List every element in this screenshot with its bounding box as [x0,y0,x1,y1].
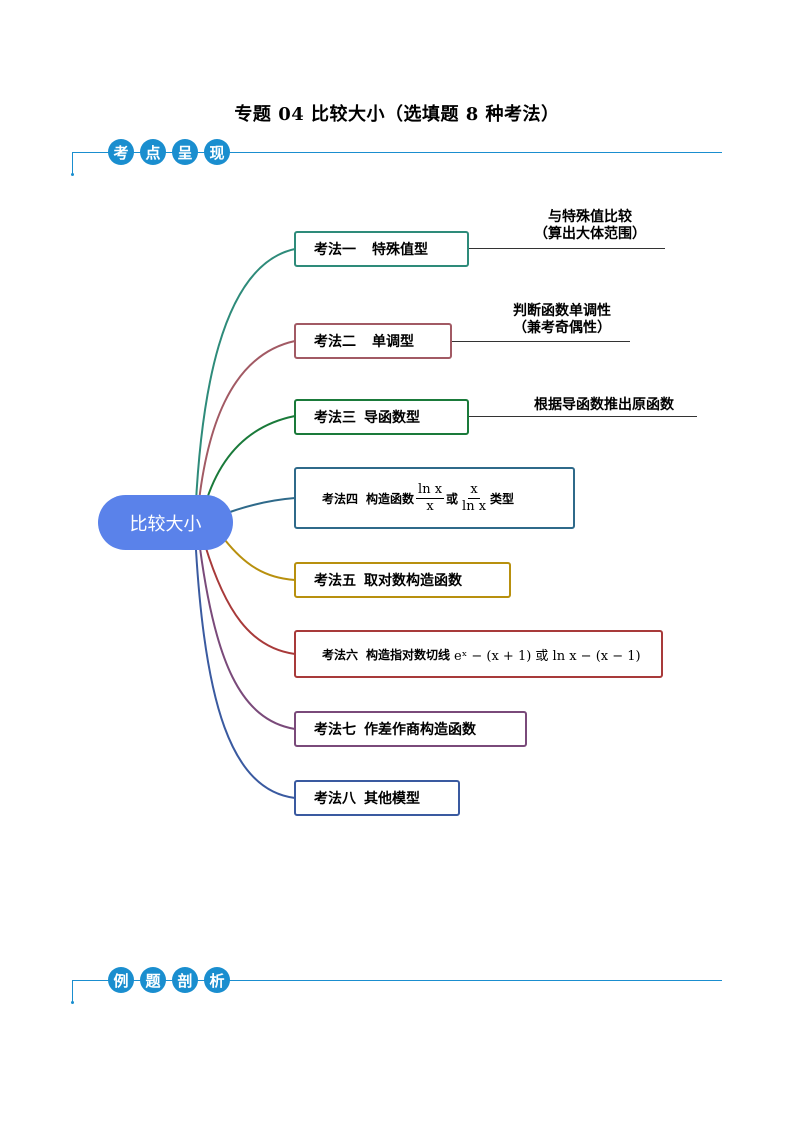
note-line: 判断函数单调性 [513,303,611,319]
node-body: 其他模型 [364,791,420,807]
section-badge: 析 [204,967,230,993]
section-badge: 剖 [172,967,198,993]
node-body: 构造函数 [366,491,415,506]
node-or: 或 [446,491,459,506]
node-head: 考法七 [314,722,356,738]
connector-4 [229,497,296,513]
node-head: 考法四 [322,491,359,506]
node-method-2: 考法二单调型 [294,323,452,359]
node-method-6: 考法六构造指对数切线 eˣ − (x + 1) 或 ln x − (x − 1) [294,630,663,678]
node-1-underline [469,248,665,249]
fraction-denominator: x [426,498,434,514]
node-head: 考法三 [314,410,356,426]
section-badge: 考 [108,139,134,165]
connector-7 [199,547,296,730]
node-method-7: 考法七作差作商构造函数 [294,711,527,747]
section-badge: 例 [108,967,134,993]
node-head: 考法八 [314,791,356,807]
fraction-numerator: ln x [416,481,445,499]
node-method-8: 考法八其他模型 [294,780,460,816]
connector-8 [195,549,296,799]
node-head: 考法六 [322,647,359,662]
node-method-3: 考法三导函数型 [294,399,469,435]
note-1: 与特殊值比较 （算出大体范围） [490,209,690,243]
node-head: 考法五 [314,573,356,589]
node-method-1: 考法一特殊值型 [294,231,469,267]
note-line: 与特殊值比较 [548,209,632,225]
section-rule-dot [71,173,74,176]
section-badge: 呈 [172,139,198,165]
section-rule-dot [71,1001,74,1004]
page-title: 专题 04 比较大小（选填题 8 种考法） [234,104,560,125]
node-tail: 类型 [490,491,515,506]
node-formula: eˣ − (x + 1) 或 ln x − (x − 1) [454,648,641,664]
connector-3 [204,415,296,506]
section-badge: 点 [140,139,166,165]
connector-6 [204,544,296,655]
node-body: 导函数型 [364,410,420,426]
fraction-numerator: x [468,481,480,499]
connector-2 [196,340,296,521]
node-method-5: 考法五取对数构造函数 [294,562,511,598]
section-rule-tick [72,152,73,174]
center-node: 比较大小 [98,495,233,550]
section-rule-tick [72,980,73,1002]
node-2-underline [452,341,630,342]
note-3: 根据导函数推出原函数 [504,397,704,414]
section-rule [72,980,722,981]
node-head: 考法二 [314,334,356,350]
section-rule [72,152,722,153]
fraction-denominator: ln x [462,498,487,514]
section-badge: 题 [140,967,166,993]
note-line: （兼考奇偶性） [513,320,611,336]
node-head: 考法一 [314,242,356,258]
node-3-underline [469,416,697,417]
note-line: 根据导函数推出原函数 [534,397,674,413]
note-2: 判断函数单调性 （兼考奇偶性） [462,303,662,337]
section-badge: 现 [204,139,230,165]
section-badges: 考 点 呈 现 [108,139,230,165]
node-body: 作差作商构造函数 [364,722,476,738]
node-body: 特殊值型 [372,242,428,258]
section-badges: 例 题 剖 析 [108,967,230,993]
note-line: （算出大体范围） [534,226,646,242]
node-body: 单调型 [372,334,414,350]
connector-1 [194,248,296,523]
node-body: 构造指对数切线 [366,647,451,662]
node-body: 取对数构造函数 [364,573,462,589]
connector-5 [224,539,296,581]
